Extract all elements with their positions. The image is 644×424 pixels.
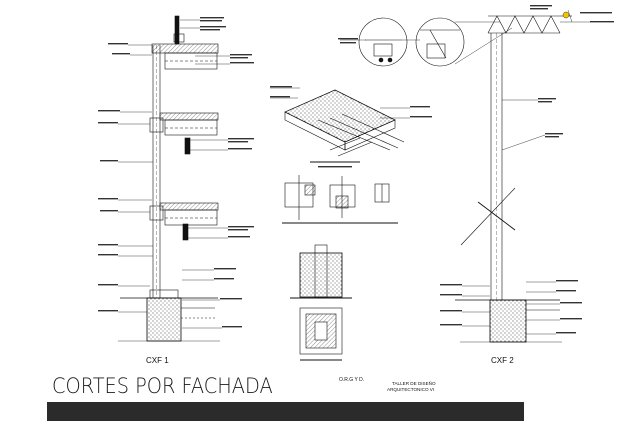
- detail-circles: [340, 17, 513, 67]
- notes-cxf1: [98, 17, 254, 328]
- detail-footings: [290, 244, 352, 361]
- section-label-cxf1: CXF 1: [146, 356, 169, 365]
- detail-connections: [282, 175, 398, 224]
- sheet-stamp: O.R.G Y D.: [339, 377, 365, 383]
- course-name-line1: TALLER DE DISEÑO: [392, 381, 436, 386]
- sheet-title: CORTES POR FACHADA: [52, 374, 273, 398]
- course-name-line2: ARQUITECTONICO VI: [387, 387, 435, 392]
- section-cxf2: [455, 9, 590, 343]
- title-band: [47, 402, 524, 421]
- section-cxf1: [118, 15, 230, 342]
- detail-deck-iso: [270, 87, 410, 163]
- notes-cxf2: [270, 5, 614, 334]
- section-label-cxf2: CXF 2: [491, 356, 514, 365]
